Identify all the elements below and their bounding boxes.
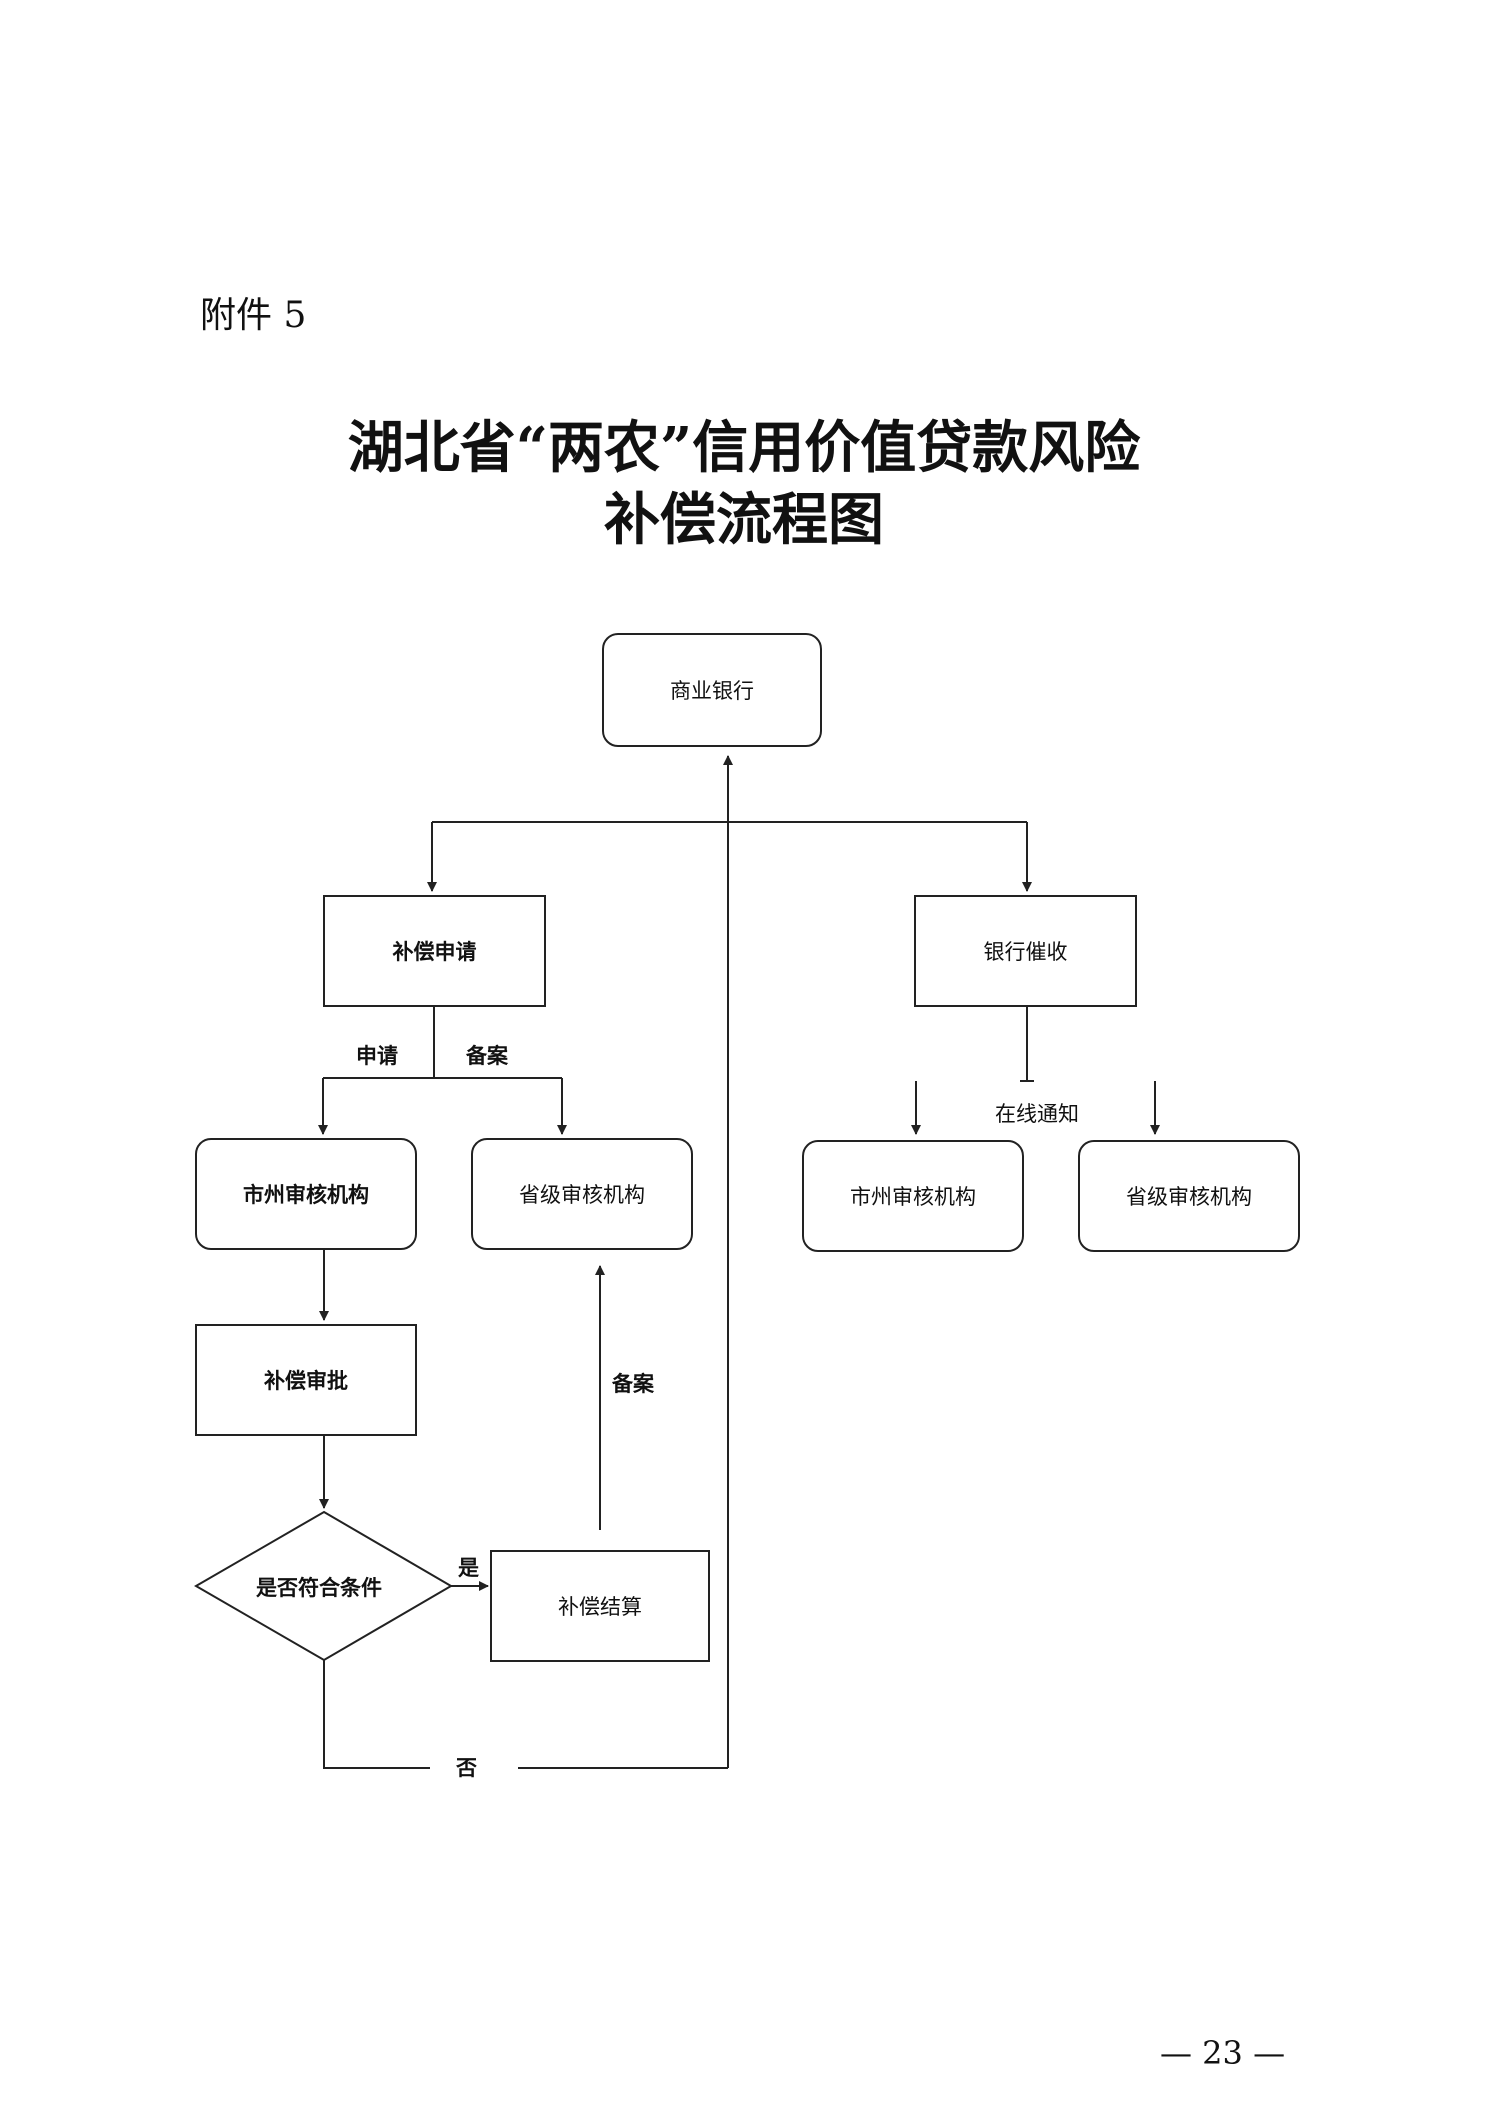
page-title-line2: 补偿流程图 xyxy=(604,487,884,553)
edge-label-apply: 申请 xyxy=(356,1044,398,1068)
collect-node: 银行催收 xyxy=(914,895,1137,1007)
city-review-node-left: 市州审核机构 xyxy=(195,1138,417,1250)
edge-label-no: 否 xyxy=(456,1756,477,1780)
decision-label: 是否符合条件 xyxy=(256,1576,382,1600)
edge-label-online-notice: 在线通知 xyxy=(995,1102,1079,1126)
edge-label-yes: 是 xyxy=(458,1556,479,1580)
connector-decision-no xyxy=(323,1660,430,1769)
bank-node: 商业银行 xyxy=(602,633,822,747)
attachment-label: 附件 5 xyxy=(200,295,307,336)
decision-diamond xyxy=(194,1510,453,1662)
settle-node: 补偿结算 xyxy=(490,1550,710,1662)
apply-node: 补偿申请 xyxy=(323,895,546,1007)
page-title-line1: 湖北省“两农”信用价值贷款风险 xyxy=(347,415,1141,481)
approve-node: 补偿审批 xyxy=(195,1324,417,1436)
province-review-node-left: 省级审核机构 xyxy=(471,1138,693,1250)
province-review-node-right: 省级审核机构 xyxy=(1078,1140,1300,1252)
page-number: — 23 — xyxy=(1160,2034,1286,2072)
edge-label-record: 备案 xyxy=(466,1044,508,1068)
edge-label-record-up: 备案 xyxy=(612,1372,654,1396)
city-review-node-right: 市州审核机构 xyxy=(802,1140,1024,1252)
